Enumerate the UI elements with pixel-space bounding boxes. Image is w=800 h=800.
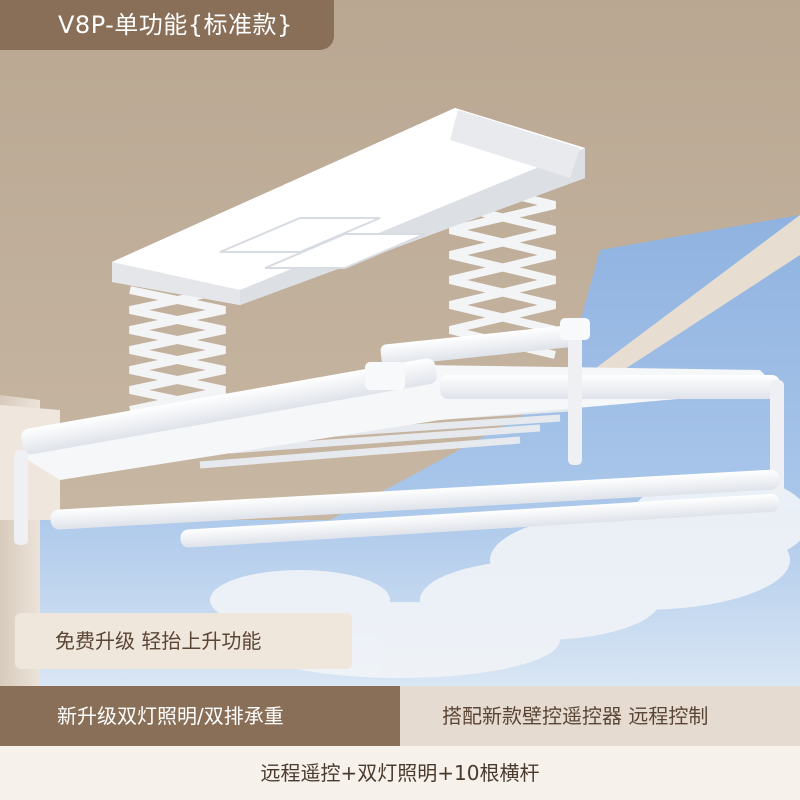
bottom-feature-line: 远程遥控+双灯照明+10根横杆 <box>0 746 800 800</box>
beam-edge <box>560 215 800 395</box>
lamp-left <box>219 217 381 253</box>
feature-right: 搭配新款壁控遥控器 远程控制 <box>400 686 800 746</box>
promo-badge: 免费升级 轻抬上升功能 <box>15 613 352 669</box>
product-title: V8P-单功能{标准款} <box>0 0 334 50</box>
drying-rack <box>14 318 784 548</box>
lamp-right <box>264 233 426 269</box>
feature-left: 新升级双灯照明/双排承重 <box>0 686 400 746</box>
scissor-arm-left <box>129 286 226 414</box>
ceiling-unit <box>112 108 585 305</box>
